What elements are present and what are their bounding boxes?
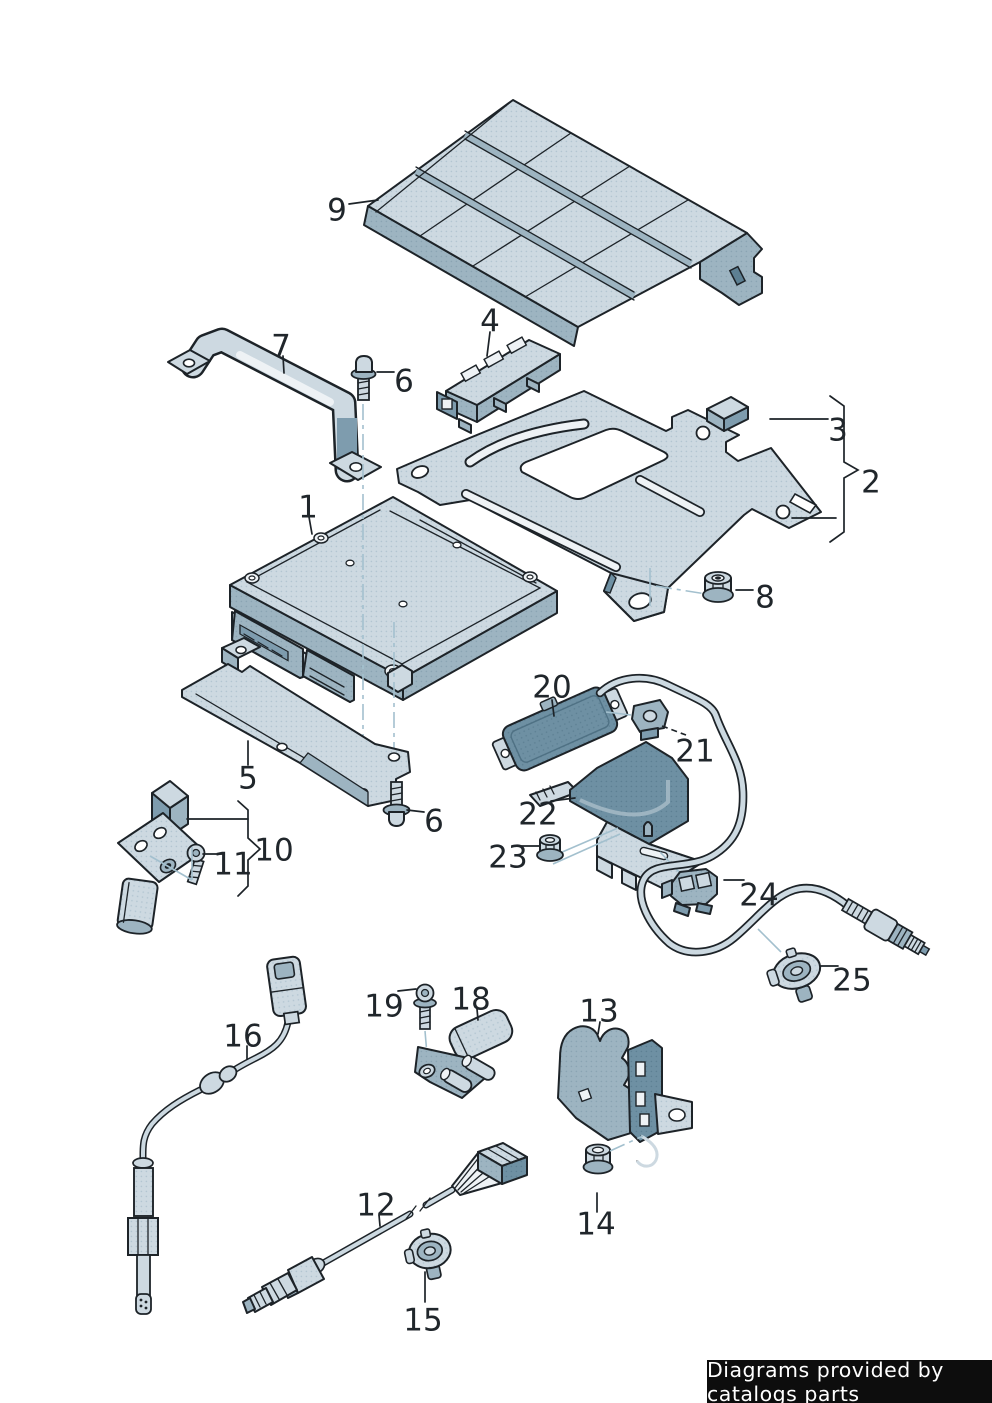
part-temp-sensor — [127, 955, 307, 1315]
leader-25-blue — [757, 928, 782, 953]
leader-21 — [661, 725, 687, 736]
leader-21-blue — [605, 711, 632, 716]
part-cover — [363, 99, 763, 347]
part-screw-19 — [413, 983, 437, 1030]
part-bolt-bottom — [382, 781, 411, 827]
leader-lines — [186, 199, 860, 1303]
part-shield-bracket — [529, 741, 704, 891]
part-pressure-sensor — [414, 1009, 514, 1099]
part-bracket-13 — [557, 1025, 693, 1168]
part-pad — [706, 396, 749, 432]
attribution-bar: Diagrams provided by catalogs parts — [707, 1357, 992, 1403]
leader-19-blue — [424, 1030, 429, 1067]
part-grommet-25 — [766, 947, 822, 1003]
leader-nut8-b — [655, 585, 707, 595]
leader-14-blue — [609, 1135, 644, 1152]
part-nut-8 — [702, 571, 734, 603]
part-module-20 — [491, 686, 629, 772]
leader-23-blue-b — [552, 833, 621, 865]
oxygen-sensor-tip — [840, 897, 931, 957]
part-ecu — [229, 496, 558, 703]
part-holder-24 — [661, 868, 718, 917]
part-mounting-plate — [396, 390, 822, 622]
part-strap-bracket — [167, 327, 382, 483]
part-connector-rail — [436, 336, 561, 434]
part-lower-bracket — [181, 637, 411, 808]
part-bolt-top — [350, 355, 377, 401]
part-nut-14 — [582, 1143, 614, 1175]
part-grommet-15 — [403, 1228, 452, 1281]
oxygen-sensor-cable — [595, 673, 931, 957]
part-o2-sensor-12 — [242, 1142, 528, 1314]
part-clip-21 — [631, 699, 669, 741]
leader-23-blue-a — [552, 827, 619, 857]
attribution-text: Diagrams provided by catalogs parts — [707, 1357, 944, 1403]
leader-11-b — [149, 855, 193, 881]
part-nut-23 — [536, 834, 564, 862]
